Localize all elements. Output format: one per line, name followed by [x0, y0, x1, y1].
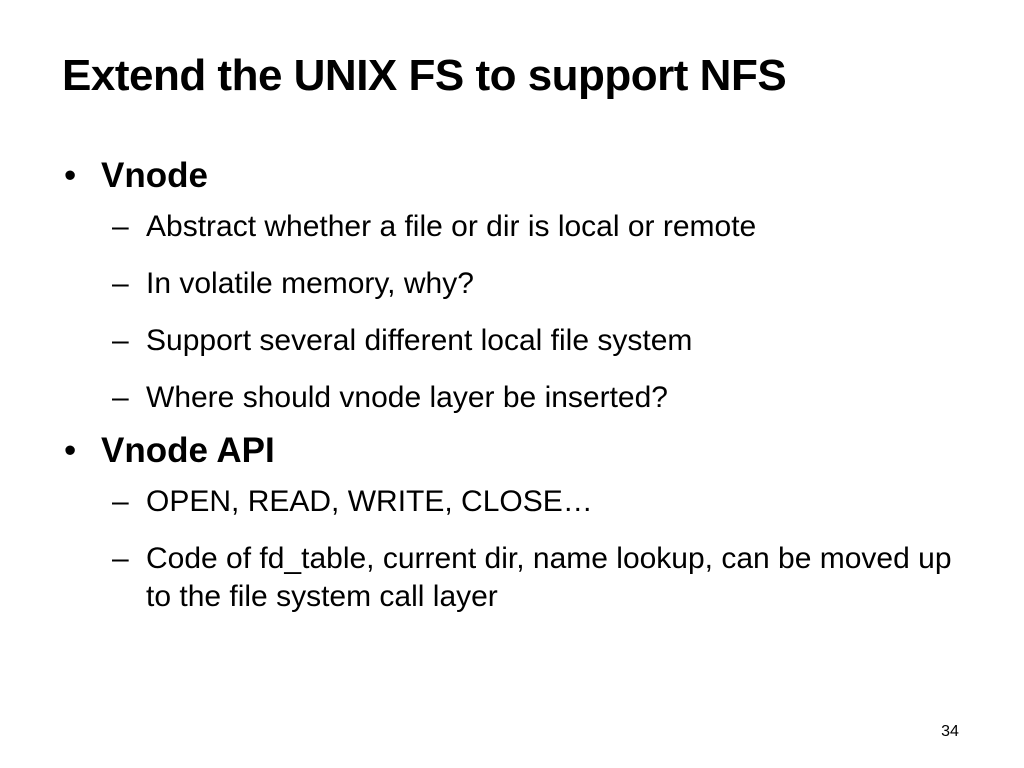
bullet-heading: Vnode API: [101, 431, 275, 470]
bullet-icon: •: [64, 156, 77, 195]
sub-bullet: – Code of fd_table, current dir, name lo…: [64, 540, 984, 616]
sub-bullet: – Abstract whether a file or dir is loca…: [64, 208, 984, 246]
sub-bullet-text: Code of fd_table, current dir, name look…: [146, 542, 952, 613]
slide-body: • Vnode – Abstract whether a file or dir…: [64, 150, 984, 635]
sub-bullet: – Where should vnode layer be inserted?: [64, 379, 984, 417]
dash-icon: –: [112, 267, 129, 300]
dash-icon: –: [112, 324, 129, 357]
page-number: 34: [941, 723, 959, 740]
dash-icon: –: [112, 210, 129, 243]
dash-icon: –: [112, 381, 129, 414]
sub-bullet-text: OPEN, READ, WRITE, CLOSE…: [146, 485, 593, 518]
bullet-vnode-api: • Vnode API: [64, 425, 984, 477]
sub-bullet: – In volatile memory, why?: [64, 265, 984, 303]
bullet-heading: Vnode: [101, 156, 208, 195]
sub-bullet: – OPEN, READ, WRITE, CLOSE…: [64, 483, 984, 521]
sub-bullet: – Support several different local file s…: [64, 322, 984, 360]
bullet-vnode: • Vnode: [64, 150, 984, 202]
bullet-icon: •: [64, 431, 77, 470]
sub-bullet-text: Support several different local file sys…: [146, 324, 693, 357]
sub-bullet-text: Where should vnode layer be inserted?: [146, 381, 668, 414]
dash-icon: –: [112, 485, 129, 518]
dash-icon: –: [112, 542, 129, 575]
slide-title: Extend the UNIX FS to support NFS: [62, 51, 787, 100]
sub-bullet-text: Abstract whether a file or dir is local …: [146, 210, 757, 243]
sub-bullet-text: In volatile memory, why?: [146, 267, 474, 300]
